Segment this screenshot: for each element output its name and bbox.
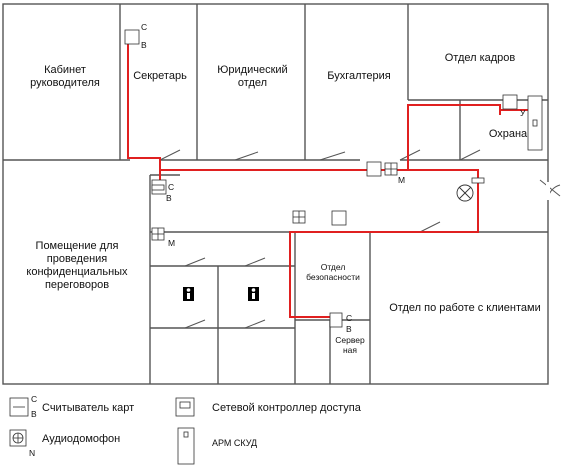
- device-mark-m: М: [168, 238, 176, 248]
- cable-route-main: [160, 104, 501, 171]
- cable-route: [127, 40, 161, 185]
- room-clients: Отдел по работе с клиентами: [389, 302, 541, 314]
- room-security-dept: Отдел безопасности: [306, 262, 360, 282]
- device-mark-c: С: [346, 313, 353, 323]
- toilet-icon: [183, 287, 259, 301]
- room-hr: Отдел кадров: [444, 52, 516, 64]
- legend-workstation-icon: [177, 427, 195, 465]
- legend-controller-icon: [175, 397, 195, 417]
- legend-card-reader-label: Считыватель карт: [42, 402, 135, 414]
- walls: [2, 3, 549, 385]
- device-mark-c: С: [168, 182, 175, 192]
- device-mark-c: С: [141, 22, 148, 32]
- room-server: Сервер ная: [335, 335, 365, 355]
- turnstile-icon: [456, 184, 474, 202]
- entrance-gap: [546, 182, 550, 200]
- device-mark-b: В: [141, 40, 147, 50]
- room-legal: Юридический отдел: [217, 64, 288, 89]
- room-accounting: Бухгалтерия: [327, 70, 391, 82]
- legend-mark-b: В: [31, 409, 37, 419]
- cable-route-branch: [289, 169, 479, 318]
- device-mark-b: В: [166, 193, 172, 203]
- card-reader-icon: [151, 177, 485, 328]
- legend-intercom-label: Аудиодомофон: [42, 433, 121, 445]
- room-director: Кабинет руководителя: [30, 64, 100, 89]
- legend-card-reader-icon: [9, 397, 29, 417]
- intercom-icon: [151, 162, 398, 241]
- legend-controller-label: Сетевой контроллер доступа: [212, 402, 361, 414]
- workstation-icon: [527, 95, 543, 151]
- device-mark-m: М: [398, 175, 406, 185]
- room-confidential: Помещение для проведения конфиденциальны…: [26, 240, 128, 291]
- legend-mark-c: С: [31, 394, 38, 404]
- room-secretary: Секретарь: [133, 70, 187, 82]
- legend-intercom-icon: [9, 429, 27, 447]
- controller-icon: [124, 29, 518, 226]
- device-mark-u: У: [520, 108, 526, 118]
- legend-workstation-label: АРМ СКУД: [212, 438, 258, 448]
- doors: [159, 149, 561, 329]
- device-mark-b: В: [346, 324, 352, 334]
- room-security-post: Охрана: [488, 128, 528, 140]
- legend-mark-n: N: [29, 448, 36, 458]
